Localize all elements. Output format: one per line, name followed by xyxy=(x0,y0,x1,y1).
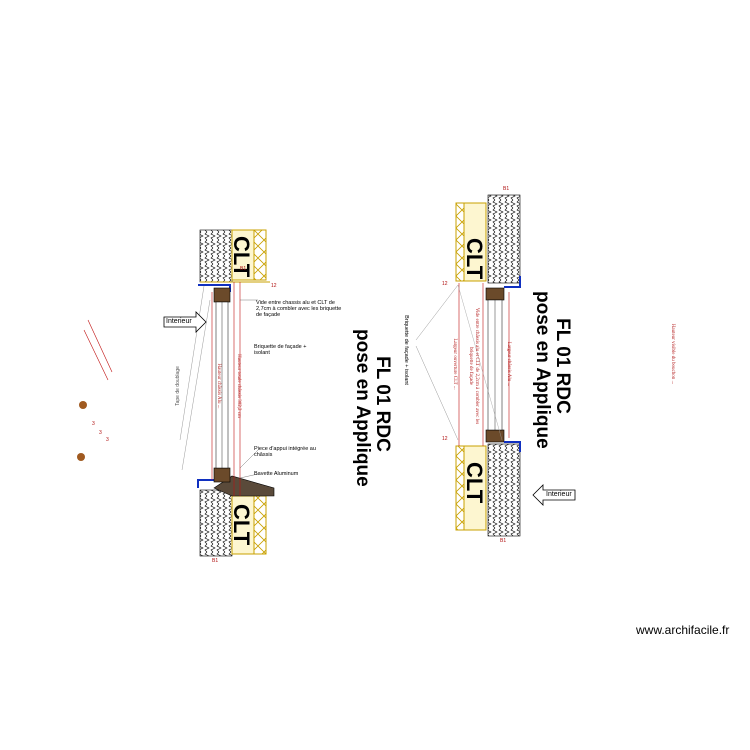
left-clt-bottom-label: CLT xyxy=(229,504,254,546)
right-bottom-brick-hatch xyxy=(487,443,521,537)
right-clt-top-label: CLT xyxy=(462,238,487,280)
stray-red-line-2 xyxy=(87,319,113,373)
right-frame-bottom-block xyxy=(485,429,505,443)
right-top-blue-line xyxy=(504,276,521,288)
right-frame-top-block xyxy=(485,287,505,301)
brown-dot-1 xyxy=(79,401,87,409)
brown-dot-2 xyxy=(77,453,85,461)
right-bottom-blue-line xyxy=(504,441,521,452)
right-note-brick: Briquette de façade + isolant xyxy=(403,315,409,385)
left-title-line2: pose en Applique xyxy=(352,329,373,487)
left-frame-bottom-block xyxy=(213,467,231,483)
right-b1-top: B1 xyxy=(503,186,510,192)
right-note-frame-width: Largeur châssis Alu ... xyxy=(506,341,511,387)
left-note-brick: Briquette de façade + isolant xyxy=(254,344,307,356)
left-bottom-blue-line xyxy=(197,479,214,488)
watermark: www.archifacile.fr xyxy=(636,623,730,637)
stray-mark-1: 3 xyxy=(92,421,95,427)
left-b1-top: B1 xyxy=(240,266,247,272)
right-note-width: Largeur ouverture CLT ... xyxy=(452,338,457,390)
stray-mark-2: 3 xyxy=(99,430,102,436)
left-top-brick-hatch xyxy=(199,229,233,283)
right-clt-bottom-label: CLT xyxy=(462,462,487,504)
right-title: FL 01 RDC pose en Applique xyxy=(528,291,573,449)
stray-red-line-1 xyxy=(83,329,109,381)
left-frame-top-block xyxy=(213,287,231,303)
right-top-clt xyxy=(463,202,487,282)
left-note-frame-dims: Hauteur châssis Alu ... xyxy=(216,363,221,409)
stray-mark-3: 3 xyxy=(106,437,109,443)
left-bottom-timber xyxy=(253,495,267,555)
right-interior-arrow xyxy=(532,484,576,506)
right-twelve-bottom: 12 xyxy=(442,436,448,442)
left-bottom-brick-hatch xyxy=(199,489,233,557)
right-note-gap: Vide entre châssis alu et CLT de 2,2cm à… xyxy=(468,307,479,425)
right-detail xyxy=(415,194,521,537)
right-note-vertical: Hauteur visible du bouchon ... xyxy=(670,323,675,385)
left-title: FL 01 RDC pose en Applique xyxy=(348,329,393,487)
right-title-line1: FL 01 RDC xyxy=(552,318,573,414)
right-b1-bottom: B1 xyxy=(500,538,507,544)
right-bottom-clt xyxy=(463,445,487,531)
left-note-sill-piece: Piece d'appui intégrée au châssis xyxy=(254,446,316,458)
right-interior-label: Interieur xyxy=(546,491,572,498)
right-twelve-top: 12 xyxy=(442,281,448,287)
left-note-tape: Tape de doublage xyxy=(175,366,181,406)
left-note-total-height: Hauteur totale châssis 302,2 cm xyxy=(236,354,241,418)
left-note-flashing: Bavette Aluminum xyxy=(254,471,299,477)
left-note-gap: Vide entre chassis alu et CLT de 2,7cm à… xyxy=(256,300,342,318)
left-title-line1: FL 01 RDC xyxy=(372,356,393,452)
right-title-line2: pose en Applique xyxy=(532,291,553,449)
left-detail xyxy=(179,229,275,557)
left-interior-label: Interieur xyxy=(166,318,192,325)
left-twelve: 12 xyxy=(271,283,277,289)
right-top-brick-hatch xyxy=(487,194,521,284)
left-top-timber xyxy=(253,229,267,281)
left-interior-arrow xyxy=(163,311,207,333)
left-b1-bottom: B1 xyxy=(212,558,219,564)
